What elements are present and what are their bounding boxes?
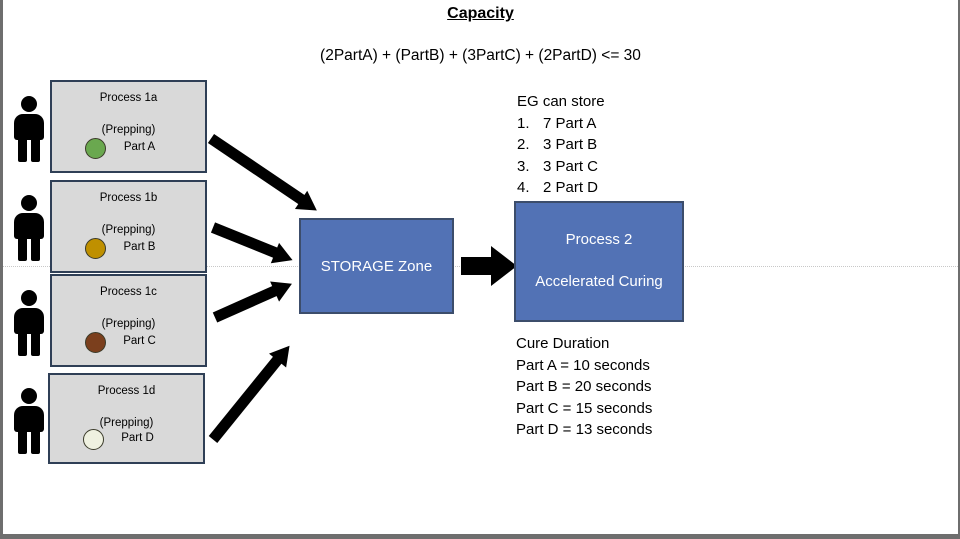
person-body <box>14 406 44 432</box>
person-icon <box>9 96 49 162</box>
person-leg-right <box>31 136 40 162</box>
flow-arrow-1a-to-storage <box>207 133 324 220</box>
process-part-row: Part D <box>50 428 203 452</box>
person-leg-left <box>18 136 27 162</box>
person-head <box>21 290 37 306</box>
storage-capacity-block: EG can store 1. 7 Part A 2. 3 Part B 3. 3 P… <box>517 91 605 199</box>
person-body <box>14 114 44 140</box>
part-label: Part A <box>123 141 156 153</box>
process-subtitle: (Prepping) <box>101 124 156 136</box>
list-item: 4. 2 Part D <box>517 177 605 199</box>
arrow-head <box>491 246 517 286</box>
process-subtitle: (Prepping) <box>101 318 156 330</box>
part-label: Part C <box>123 335 156 347</box>
flow-arrow-storage-to-process2 <box>461 246 517 286</box>
part-label: Part B <box>123 241 156 253</box>
cure-duration-line: Part B = 20 seconds <box>516 378 652 395</box>
list-item-text: 3 Part B <box>543 136 598 153</box>
list-item-number: 2. <box>517 136 530 153</box>
flow-arrow-1b-to-storage <box>210 222 297 270</box>
process-box-1b[interactable]: Process 1b (Prepping) Part B <box>50 180 207 273</box>
process-title: Process 1d <box>97 385 156 397</box>
list-item-text: 3 Part C <box>543 157 599 175</box>
process-part-row: Part C <box>52 331 205 355</box>
arrow-head <box>295 190 324 220</box>
process2-title: Process 2 <box>565 231 633 248</box>
capacity-title: Capacity <box>447 5 514 22</box>
list-item-number: 3. <box>517 157 530 175</box>
flow-arrow-1c-to-storage <box>212 273 297 323</box>
person-leg-left <box>18 235 27 261</box>
process-subtitle: (Prepping) <box>101 224 156 236</box>
list-item-text: 7 Part A <box>543 114 597 132</box>
person-leg-left <box>18 330 27 356</box>
list-item: 1. 7 Part A <box>517 113 605 135</box>
person-leg-right <box>31 235 40 261</box>
person-head <box>21 195 37 211</box>
person-head <box>21 96 37 112</box>
arrow-head <box>268 338 298 368</box>
process-part-row: Part A <box>52 137 205 161</box>
person-icon <box>9 290 49 356</box>
part-color-dot <box>85 138 106 159</box>
list-item: 3. 3 Part C <box>517 156 605 178</box>
person-leg-right <box>31 428 40 454</box>
person-head <box>21 388 37 404</box>
person-leg-right <box>31 330 40 356</box>
person-icon <box>9 195 49 261</box>
person-icon <box>9 388 49 454</box>
part-color-dot <box>83 429 104 450</box>
list-item: 2. 3 Part B <box>517 134 605 156</box>
process2-subtitle: Accelerated Curing <box>535 273 663 290</box>
cure-duration-block: Cure Duration Part A = 10 seconds Part B… <box>516 333 652 441</box>
person-body <box>14 213 44 239</box>
flow-arrow-1d-to-storage <box>208 338 298 443</box>
part-label: Part D <box>121 432 154 444</box>
arrow-shaft <box>461 257 493 275</box>
part-color-dot <box>85 332 106 353</box>
cure-duration-line: Part D = 13 seconds <box>516 421 653 438</box>
process-part-row: Part B <box>52 237 205 261</box>
storage-zone-box[interactable]: STORAGE Zone <box>299 218 454 314</box>
list-item-text: 2 Part D <box>543 179 599 196</box>
list-item-number: 1. <box>517 114 530 132</box>
capacity-equation: (2PartA) + (PartB) + (3PartC) + (2PartD)… <box>320 47 641 64</box>
process-title: Process 1a <box>99 92 158 104</box>
storage-zone-label: STORAGE Zone <box>320 258 433 275</box>
list-item-number: 4. <box>517 179 530 196</box>
process2-box[interactable]: Process 2 Accelerated Curing <box>514 201 684 322</box>
person-body <box>14 308 44 334</box>
process-title: Process 1c <box>100 286 157 298</box>
process-title: Process 1b <box>99 192 158 204</box>
arrow-head <box>269 273 297 302</box>
cure-duration-line: Part C = 15 seconds <box>516 399 653 417</box>
cure-duration-heading: Cure Duration <box>516 335 610 352</box>
process-box-1a[interactable]: Process 1a (Prepping) Part A <box>50 80 207 173</box>
part-color-dot <box>85 238 106 259</box>
process-box-1d[interactable]: Process 1d (Prepping) Part D <box>48 373 205 464</box>
storage-capacity-heading: EG can store <box>517 93 605 110</box>
process-box-1c[interactable]: Process 1c (Prepping) Part C <box>50 274 207 367</box>
person-leg-left <box>18 428 27 454</box>
arrow-head <box>271 242 297 270</box>
cure-duration-line: Part A = 10 seconds <box>516 356 650 374</box>
process-subtitle: (Prepping) <box>99 417 154 429</box>
storage-capacity-list: 1. 7 Part A 2. 3 Part B 3. 3 Part C 4. 2 Par… <box>517 113 605 199</box>
